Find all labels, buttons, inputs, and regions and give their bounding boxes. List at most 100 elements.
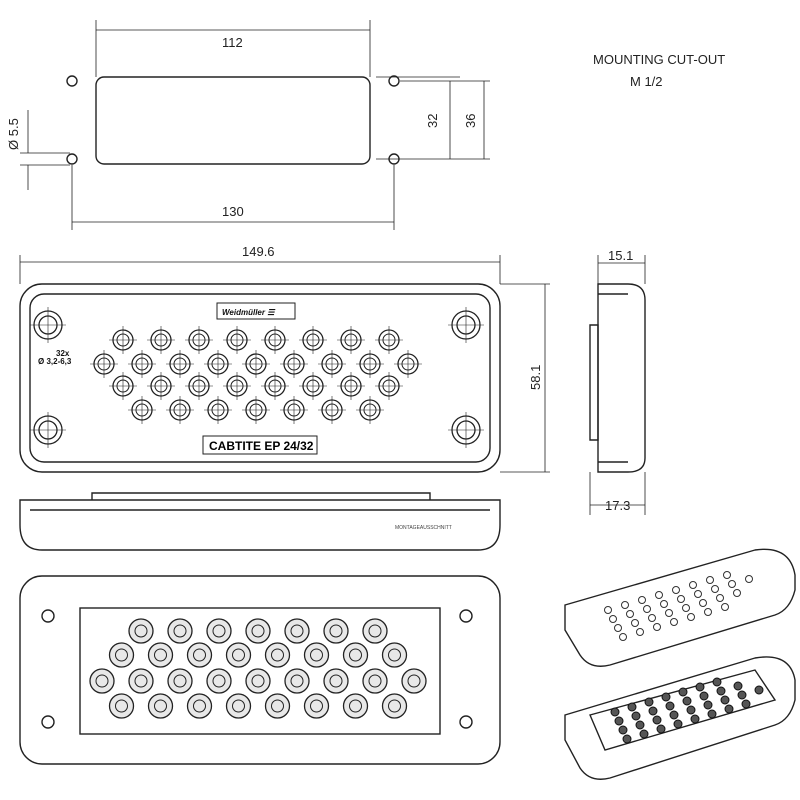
iso-hole	[644, 697, 654, 707]
cable-entry-hole	[318, 396, 346, 424]
iso-hole	[689, 581, 697, 589]
cable-entry-hole	[167, 668, 193, 694]
mounting-hole	[448, 412, 484, 448]
mounting-hole	[448, 307, 484, 343]
cable-entry-hole	[166, 350, 194, 378]
cable-entry-hole	[323, 618, 349, 644]
iso-hole	[711, 585, 719, 593]
iso-hole	[723, 571, 731, 579]
iso-hole	[695, 682, 705, 692]
front-view: 149.6 58.1 Weidmüller ☰ CABTITE EP 24/32…	[19, 244, 550, 473]
cable-entry-hole	[284, 668, 310, 694]
iso-hole	[648, 706, 658, 716]
brand-label	[216, 302, 296, 320]
iso-hole	[733, 589, 741, 597]
iso-hole	[728, 580, 736, 588]
iso-hole	[655, 591, 663, 599]
cable-entry-hole	[147, 326, 175, 354]
cable-entry-hole	[362, 618, 388, 644]
isometric-top	[564, 548, 796, 667]
cable-entry-hole	[342, 693, 369, 719]
dim-overall-height: 58.1	[528, 365, 543, 390]
cable-entry-hole	[337, 372, 365, 400]
iso-hole	[609, 615, 617, 623]
drawing-title: MOUNTING CUT-OUT	[593, 52, 725, 67]
iso-hole	[682, 696, 692, 706]
iso-hole	[673, 719, 683, 729]
cable-entry-hole	[245, 618, 271, 644]
iso-hole	[724, 704, 734, 714]
side-note: MONTAGEAUSSCHNITT	[395, 525, 452, 531]
iso-hole	[653, 623, 661, 631]
dim-overall-width: 149.6	[242, 244, 275, 259]
iso-hole	[707, 709, 717, 719]
iso-hole	[665, 609, 673, 617]
cable-entry-hole	[108, 693, 135, 719]
iso-hole	[618, 725, 628, 735]
iso-hole	[741, 699, 751, 709]
iso-hole	[677, 595, 685, 603]
iso-hole	[737, 690, 747, 700]
iso-hole	[672, 586, 680, 594]
cable-entry-hole	[225, 642, 252, 668]
iso-hole	[694, 590, 702, 598]
cable-entry-hole	[303, 642, 330, 668]
iso-hole	[733, 681, 743, 691]
cable-entry-hole	[128, 618, 154, 644]
iso-hole	[660, 600, 668, 608]
iso-hole	[703, 700, 713, 710]
cable-entry-hole	[337, 326, 365, 354]
cable-entry-hole	[204, 396, 232, 424]
dim-depth-bottom: 17.3	[605, 498, 630, 513]
dim-hole-spacing: 130	[222, 204, 244, 219]
iso-hole	[610, 707, 620, 717]
cable-entry-hole	[264, 693, 291, 719]
iso-hole	[604, 606, 612, 614]
iso-hole	[686, 705, 696, 715]
iso-hole	[678, 687, 688, 697]
iso-hole	[656, 724, 666, 734]
iso-hole	[704, 608, 712, 616]
cable-entry-hole	[89, 668, 115, 694]
iso-hole	[627, 702, 637, 712]
cable-entry-hole	[147, 693, 174, 719]
back-view	[19, 575, 501, 765]
iso-hole	[631, 711, 641, 721]
dim-depth-top: 15.1	[608, 248, 633, 263]
cable-entry-hole	[381, 642, 408, 668]
drawing-subtitle: M 1/2	[630, 74, 663, 89]
dim-cutout-width: 112	[222, 35, 243, 50]
cable-entry-hole	[299, 326, 327, 354]
iso-hole	[626, 610, 634, 618]
iso-hole	[669, 710, 679, 720]
cable-entry-hole	[206, 668, 232, 694]
cable-entry-hole	[185, 372, 213, 400]
cable-entry-hole	[242, 396, 270, 424]
iso-hole	[682, 604, 690, 612]
cable-entry-hole	[128, 668, 154, 694]
iso-hole	[614, 624, 622, 632]
cable-entry-hole	[128, 350, 156, 378]
cable-entry-hole	[381, 693, 408, 719]
cable-entry-hole	[109, 326, 137, 354]
iso-hole	[699, 599, 707, 607]
iso-hole	[648, 614, 656, 622]
mounting-hole	[30, 307, 66, 343]
cable-entry-hole	[204, 350, 232, 378]
cable-entry-hole	[342, 642, 369, 668]
iso-hole	[619, 633, 627, 641]
cable-entry-hole	[323, 668, 349, 694]
cable-entry-hole	[185, 326, 213, 354]
cable-entry-hole	[128, 396, 156, 424]
cable-entry-hole	[299, 372, 327, 400]
iso-hole	[635, 720, 645, 730]
cable-entry-hole	[264, 642, 291, 668]
iso-hole	[716, 686, 726, 696]
cable-entry-hole	[375, 372, 403, 400]
iso-hole	[614, 716, 624, 726]
cable-entry-hole	[225, 693, 252, 719]
isometric-bottom	[564, 656, 796, 780]
dim-hole-height: 36	[463, 114, 478, 128]
product-text: CABTITE EP 24/32	[209, 439, 314, 453]
